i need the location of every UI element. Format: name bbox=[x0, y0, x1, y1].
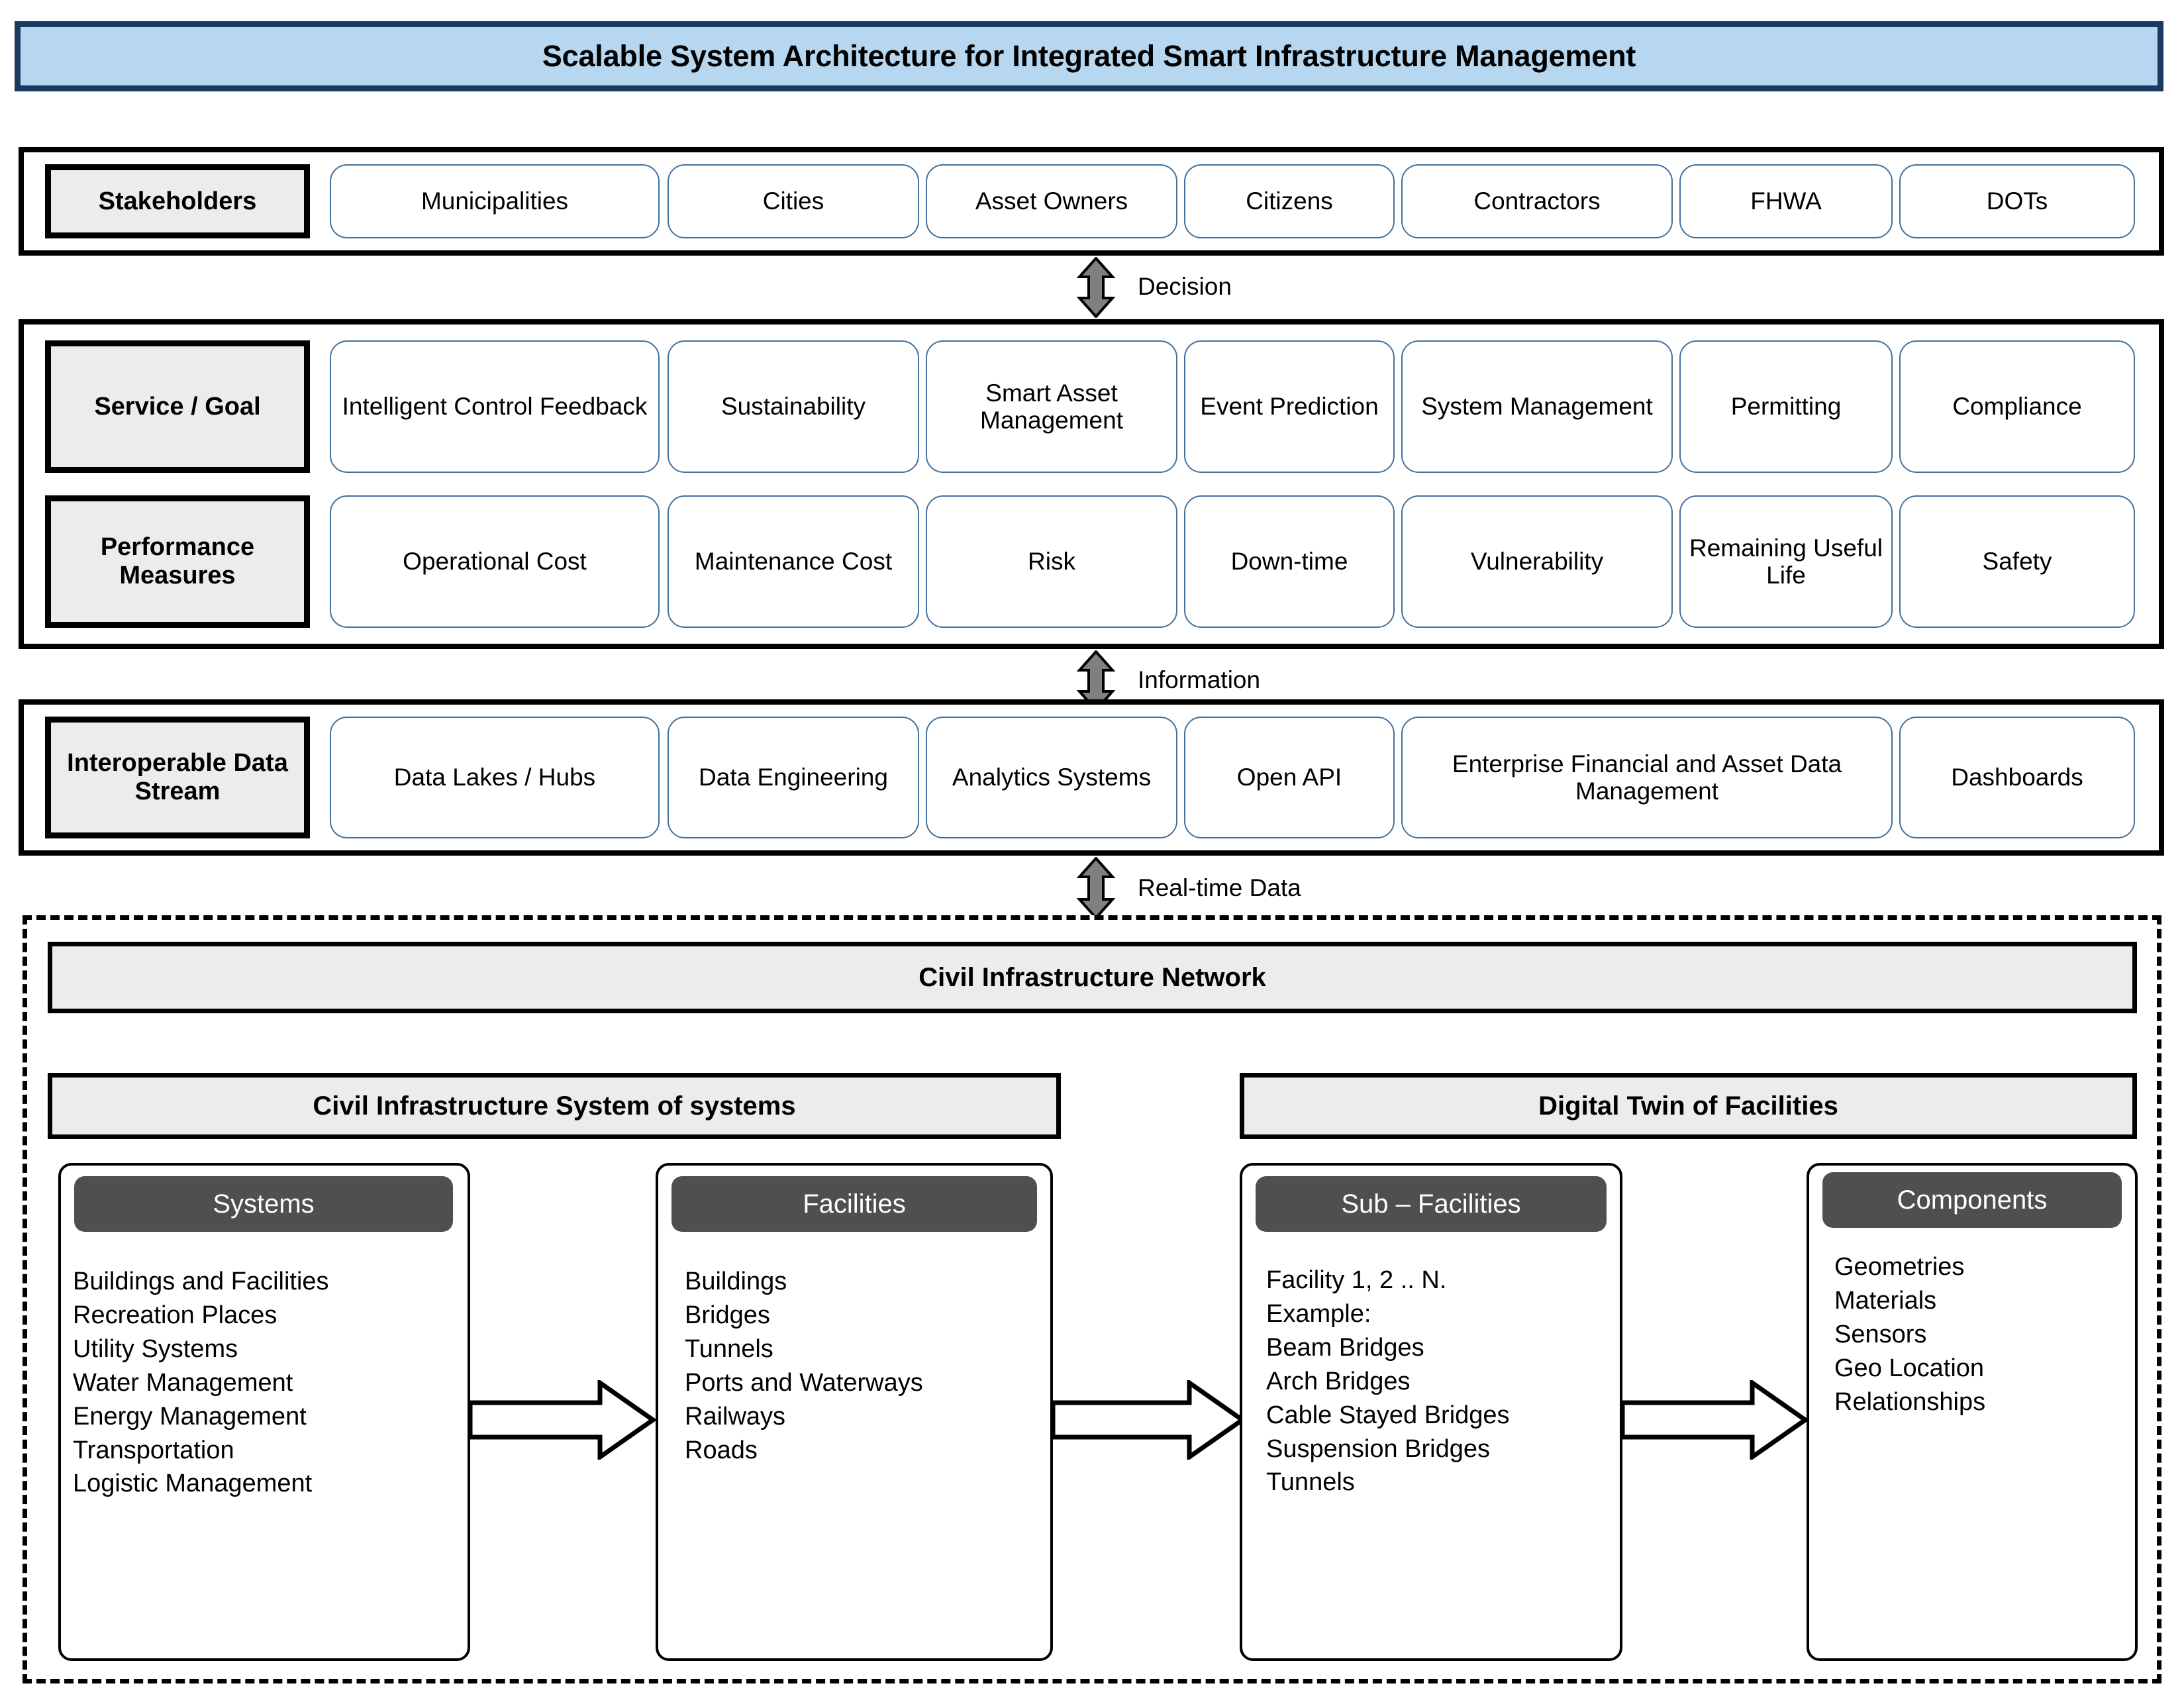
connector-decision-label: Decision bbox=[1138, 273, 1232, 300]
performance-item-vulnerability[interactable]: Vulnerability bbox=[1401, 495, 1673, 628]
performance-item-remaining-useful-life[interactable]: Remaining Useful Life bbox=[1679, 495, 1893, 628]
list-item: Tunnels bbox=[685, 1334, 773, 1363]
column-card-components bbox=[1807, 1163, 2138, 1661]
service-item-permitting[interactable]: Permitting bbox=[1679, 340, 1893, 473]
list-item: Example: bbox=[1266, 1299, 1371, 1328]
column-header-facilities: Facilities bbox=[671, 1176, 1037, 1232]
stakeholder-item-fhwa[interactable]: FHWA bbox=[1679, 164, 1893, 238]
stakeholders-row-label: Stakeholders bbox=[45, 164, 310, 238]
connector-realtime-data-label: Real-time Data bbox=[1138, 874, 1301, 901]
column-card-systems bbox=[58, 1163, 470, 1661]
performance-item-risk[interactable]: Risk bbox=[926, 495, 1177, 628]
diagram-title-banner: Scalable System Architecture for Integra… bbox=[15, 21, 2163, 91]
column-list-sub-facilities: Facility 1, 2 .. N. Example: Beam Bridge… bbox=[1266, 1264, 1627, 1499]
performance-item-operational-cost[interactable]: Operational Cost bbox=[330, 495, 660, 628]
list-item: Facility 1, 2 .. N. bbox=[1266, 1266, 1447, 1294]
civil-infrastructure-system-of-systems-banner: Civil Infrastructure System of systems bbox=[48, 1073, 1061, 1139]
list-item: Railways bbox=[685, 1402, 786, 1430]
column-header-components: Components bbox=[1822, 1172, 2122, 1228]
performance-item-maintenance-cost[interactable]: Maintenance Cost bbox=[668, 495, 919, 628]
arrow-systems-to-facilities bbox=[470, 1380, 656, 1460]
column-list-components: Geometries Materials Sensors Geo Locatio… bbox=[1834, 1250, 2139, 1419]
list-item: Sensors bbox=[1834, 1320, 1927, 1348]
digital-twin-of-facilities-banner: Digital Twin of Facilities bbox=[1240, 1073, 2137, 1139]
list-item: Materials bbox=[1834, 1286, 1937, 1315]
list-item: Geometries bbox=[1834, 1253, 1965, 1281]
service-item-event-prediction[interactable]: Event Prediction bbox=[1184, 340, 1395, 473]
column-header-systems: Systems bbox=[74, 1176, 453, 1232]
column-card-facilities bbox=[656, 1163, 1053, 1661]
stakeholder-item-dots[interactable]: DOTs bbox=[1899, 164, 2135, 238]
service-item-system-management[interactable]: System Management bbox=[1401, 340, 1673, 473]
connector-information-label: Information bbox=[1138, 666, 1261, 693]
page-title: Scalable System Architecture for Integra… bbox=[542, 39, 1636, 73]
stakeholder-item-asset-owners[interactable]: Asset Owners bbox=[926, 164, 1177, 238]
performance-item-safety[interactable]: Safety bbox=[1899, 495, 2135, 628]
list-item: Cable Stayed Bridges bbox=[1266, 1401, 1510, 1429]
data-stream-item-dashboards[interactable]: Dashboards bbox=[1899, 717, 2135, 838]
service-item-smart-asset-management[interactable]: Smart Asset Management bbox=[926, 340, 1177, 473]
list-item: Arch Bridges bbox=[1266, 1367, 1411, 1395]
list-item: Transportation bbox=[73, 1436, 234, 1464]
list-item: Buildings bbox=[685, 1268, 787, 1295]
stakeholder-item-contractors[interactable]: Contractors bbox=[1401, 164, 1673, 238]
stakeholder-item-citizens[interactable]: Citizens bbox=[1184, 164, 1395, 238]
stakeholder-item-municipalities[interactable]: Municipalities bbox=[330, 164, 660, 238]
stakeholder-item-cities[interactable]: Cities bbox=[668, 164, 919, 238]
data-stream-item-data-engineering[interactable]: Data Engineering bbox=[668, 717, 919, 838]
arrow-sub-facilities-to-components bbox=[1622, 1380, 1808, 1460]
list-item: Ports and Waterways bbox=[685, 1368, 923, 1397]
service-item-sustainability[interactable]: Sustainability bbox=[668, 340, 919, 473]
list-item: Bridges bbox=[685, 1301, 770, 1329]
list-item: Geo Location bbox=[1834, 1354, 1985, 1382]
data-stream-row-label: Interoperable Data Stream bbox=[45, 717, 310, 838]
list-item: Relationships bbox=[1834, 1387, 1986, 1416]
column-header-sub-facilities: Sub – Facilities bbox=[1256, 1176, 1607, 1232]
civil-infrastructure-network-banner: Civil Infrastructure Network bbox=[48, 942, 2137, 1013]
data-stream-item-open-api[interactable]: Open API bbox=[1184, 717, 1395, 838]
connector-realtime-data-arrow bbox=[1077, 857, 1115, 919]
list-item: Logistic Management bbox=[73, 1470, 313, 1498]
list-item: Roads bbox=[685, 1436, 758, 1464]
list-item: Tunnels bbox=[1266, 1468, 1355, 1497]
performance-measures-row-label: Performance Measures bbox=[45, 495, 310, 628]
service-item-compliance[interactable]: Compliance bbox=[1899, 340, 2135, 473]
data-stream-item-analytics-systems[interactable]: Analytics Systems bbox=[926, 717, 1177, 838]
data-stream-item-data-lakes-hubs[interactable]: Data Lakes / Hubs bbox=[330, 717, 660, 838]
service-goal-row-label: Service / Goal bbox=[45, 340, 310, 473]
service-item-intelligent-control-feedback[interactable]: Intelligent Control Feedback bbox=[330, 340, 660, 473]
list-item: Water Management bbox=[73, 1368, 293, 1397]
list-item: Energy Management bbox=[73, 1402, 307, 1430]
performance-item-down-time[interactable]: Down-time bbox=[1184, 495, 1395, 628]
list-item: Utility Systems bbox=[73, 1334, 238, 1363]
data-stream-item-enterprise-financial-asset-data-management[interactable]: Enterprise Financial and Asset Data Mana… bbox=[1401, 717, 1893, 838]
list-item: Recreation Places bbox=[73, 1301, 277, 1329]
column-card-sub-facilities bbox=[1240, 1163, 1622, 1661]
arrow-facilities-to-sub-facilities bbox=[1053, 1380, 1245, 1460]
list-item: Buildings and Facilities bbox=[73, 1268, 329, 1295]
list-item: Beam Bridges bbox=[1266, 1333, 1424, 1362]
column-list-systems: Buildings and Facilities Recreation Plac… bbox=[73, 1265, 470, 1501]
column-list-facilities: Buildings Bridges Tunnels Ports and Wate… bbox=[685, 1265, 1056, 1467]
list-item: Suspension Bridges bbox=[1266, 1434, 1490, 1463]
connector-decision-arrow bbox=[1077, 257, 1115, 318]
